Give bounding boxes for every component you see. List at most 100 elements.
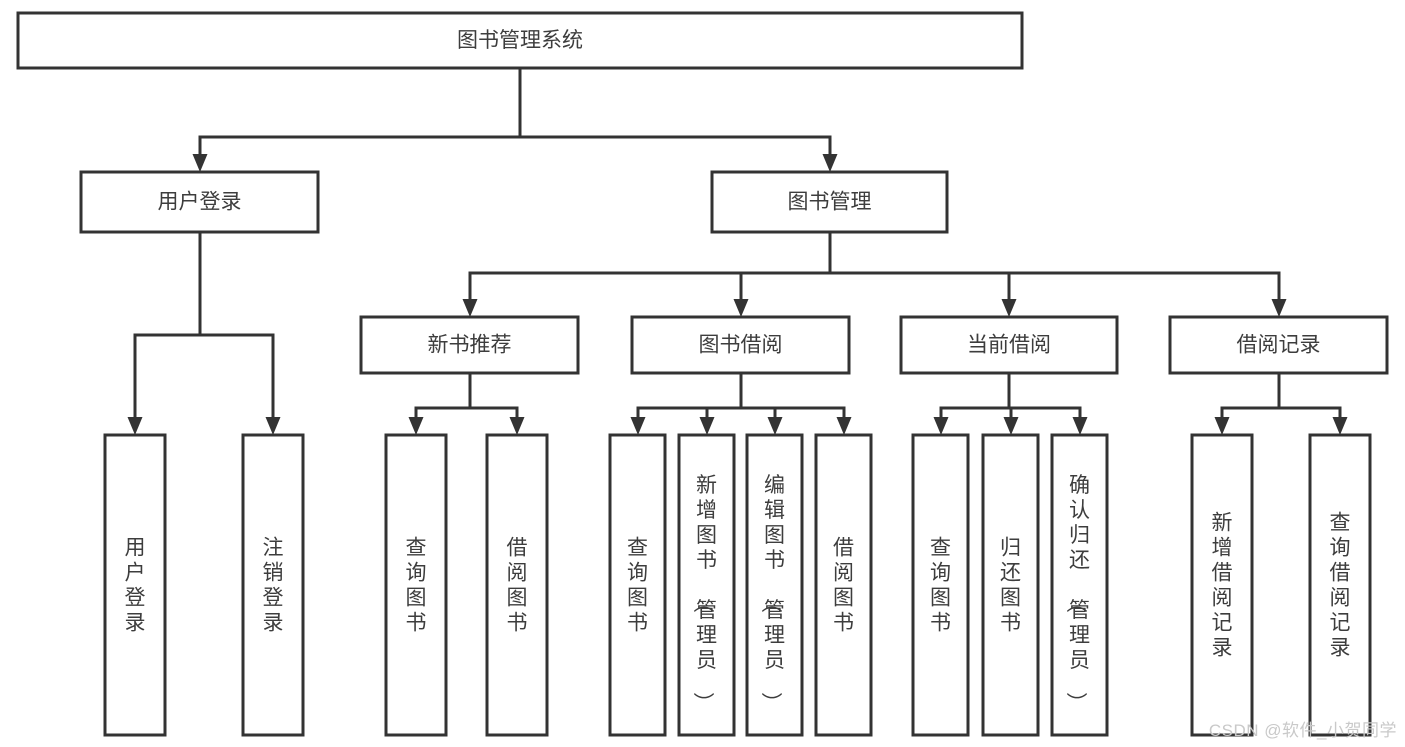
node-leaf-user-login[interactable]: 用户登录 — [103, 433, 167, 737]
arrow-head-icon — [127, 417, 143, 435]
connector-current-borrow-to-leaf-confirm-return-admin — [1007, 373, 1088, 435]
node-leaf-edit-book-admin[interactable]: 编辑图书（管理员） — [745, 433, 804, 737]
node-box-leaf-query-book-recommend[interactable] — [384, 433, 448, 737]
node-label-leaf-user-login: 用户登录 — [125, 537, 146, 635]
connector-line — [1277, 373, 1342, 417]
arrow-head-icon — [1271, 299, 1287, 317]
connector-line — [739, 373, 846, 417]
node-label-current-borrow: 当前借阅 — [967, 334, 1051, 357]
node-box-book-borrow[interactable] — [630, 315, 851, 375]
connector-line — [1220, 373, 1281, 417]
connector-line — [414, 373, 472, 417]
arrow-head-icon — [630, 417, 646, 435]
arrow-head-icon — [462, 299, 478, 317]
node-leaf-borrow-book[interactable]: 借阅图书 — [814, 433, 873, 737]
node-box-leaf-confirm-return-admin[interactable] — [1050, 433, 1109, 737]
connector-root-to-user-login — [192, 68, 522, 172]
node-box-current-borrow[interactable] — [899, 315, 1119, 375]
node-box-leaf-borrow-book[interactable] — [814, 433, 873, 737]
connector-root-to-book-management — [518, 68, 838, 172]
connector-line — [739, 373, 777, 417]
arrow-head-icon — [933, 417, 949, 435]
node-label-leaf-edit-book-admin: 编辑图书（管理员） — [759, 474, 785, 713]
node-leaf-query-borrow-record[interactable]: 查询借阅记录 — [1308, 433, 1372, 737]
node-box-leaf-query-book-current[interactable] — [911, 433, 970, 737]
node-label-leaf-add-book-admin: 新增图书（管理员） — [691, 474, 717, 713]
node-borrow-record[interactable]: 借阅记录 — [1168, 315, 1389, 375]
connector-book-borrow-to-leaf-query-book-borrow — [630, 373, 743, 435]
node-box-user-login[interactable] — [79, 170, 320, 234]
connector-user-login-to-leaf-logout — [198, 232, 281, 435]
node-box-root[interactable] — [16, 11, 1024, 70]
node-box-leaf-return-book[interactable] — [981, 433, 1040, 737]
connector-book-management-to-book-borrow — [733, 232, 832, 317]
node-book-management[interactable]: 图书管理 — [710, 170, 949, 234]
arrow-head-icon — [408, 417, 424, 435]
connector-user-login-to-leaf-user-login — [127, 232, 202, 435]
node-label-book-borrow: 图书借阅 — [699, 334, 783, 357]
arrow-head-icon — [192, 154, 208, 172]
node-box-leaf-query-book-borrow[interactable] — [608, 433, 667, 737]
node-leaf-add-borrow-record[interactable]: 新增借阅记录 — [1190, 433, 1254, 737]
connector-book-management-to-borrow-record — [828, 232, 1287, 317]
connector-current-borrow-to-leaf-query-book-current — [933, 373, 1011, 435]
connector-layer — [127, 68, 1348, 435]
node-box-leaf-borrow-book-recommend[interactable] — [485, 433, 549, 737]
arrow-head-icon — [822, 154, 838, 172]
node-label-leaf-confirm-return-admin: 确认归还（管理员） — [1064, 474, 1090, 713]
node-box-leaf-logout[interactable] — [241, 433, 305, 737]
node-label-leaf-query-book-current: 查询图书 — [930, 537, 951, 635]
connector-current-borrow-to-leaf-return-book — [1003, 373, 1019, 435]
node-label-leaf-query-borrow-record: 查询借阅记录 — [1330, 512, 1351, 660]
connector-new-book-recommend-to-leaf-query-book-recommend — [408, 373, 472, 435]
node-label-user-login: 用户登录 — [158, 191, 242, 214]
connector-line — [468, 232, 832, 299]
arrow-head-icon — [1003, 417, 1019, 435]
node-box-leaf-add-borrow-record[interactable] — [1190, 433, 1254, 737]
node-current-borrow[interactable]: 当前借阅 — [899, 315, 1119, 375]
node-label-leaf-borrow-book: 借阅图书 — [833, 537, 854, 635]
node-leaf-query-book-borrow[interactable]: 查询图书 — [608, 433, 667, 737]
node-leaf-query-book-current[interactable]: 查询图书 — [911, 433, 970, 737]
connector-line — [705, 373, 743, 417]
node-leaf-add-book-admin[interactable]: 新增图书（管理员） — [677, 433, 736, 737]
node-label-leaf-return-book: 归还图书 — [1000, 537, 1021, 635]
node-box-new-book-recommend[interactable] — [359, 315, 580, 375]
node-box-leaf-user-login[interactable] — [103, 433, 167, 737]
node-label-leaf-borrow-book-recommend: 借阅图书 — [507, 537, 528, 635]
node-box-leaf-query-borrow-record[interactable] — [1308, 433, 1372, 737]
node-book-borrow[interactable]: 图书借阅 — [630, 315, 851, 375]
connector-line — [739, 232, 832, 299]
connector-line — [468, 373, 519, 417]
arrow-head-icon — [265, 417, 281, 435]
arrow-head-icon — [733, 299, 749, 317]
connector-line — [133, 232, 202, 417]
arrow-head-icon — [699, 417, 715, 435]
node-label-leaf-logout: 注销登录 — [263, 537, 284, 635]
connector-line — [198, 68, 522, 154]
node-label-leaf-query-book-borrow: 查询图书 — [627, 537, 648, 635]
node-label-leaf-query-book-recommend: 查询图书 — [406, 537, 427, 635]
node-box-leaf-add-book-admin[interactable] — [677, 433, 736, 737]
connector-book-borrow-to-leaf-edit-book-admin — [739, 373, 783, 435]
node-box-borrow-record[interactable] — [1168, 315, 1389, 375]
node-root[interactable]: 图书管理系统 — [16, 11, 1024, 70]
node-leaf-logout[interactable]: 注销登录 — [241, 433, 305, 737]
node-box-book-management[interactable] — [710, 170, 949, 234]
node-label-new-book-recommend: 新书推荐 — [428, 334, 512, 357]
node-box-leaf-edit-book-admin[interactable] — [745, 433, 804, 737]
arrow-head-icon — [836, 417, 852, 435]
arrow-head-icon — [767, 417, 783, 435]
node-leaf-confirm-return-admin[interactable]: 确认归还（管理员） — [1050, 433, 1109, 737]
arrow-head-icon — [509, 417, 525, 435]
node-leaf-borrow-book-recommend[interactable]: 借阅图书 — [485, 433, 549, 737]
connector-line — [636, 373, 743, 417]
node-leaf-return-book[interactable]: 归还图书 — [981, 433, 1040, 737]
arrow-head-icon — [1001, 299, 1017, 317]
connector-borrow-record-to-leaf-query-borrow-record — [1277, 373, 1348, 435]
node-new-book-recommend[interactable]: 新书推荐 — [359, 315, 580, 375]
node-leaf-query-book-recommend[interactable]: 查询图书 — [384, 433, 448, 737]
node-user-login[interactable]: 用户登录 — [79, 170, 320, 234]
node-label-book-management: 图书管理 — [788, 191, 872, 214]
